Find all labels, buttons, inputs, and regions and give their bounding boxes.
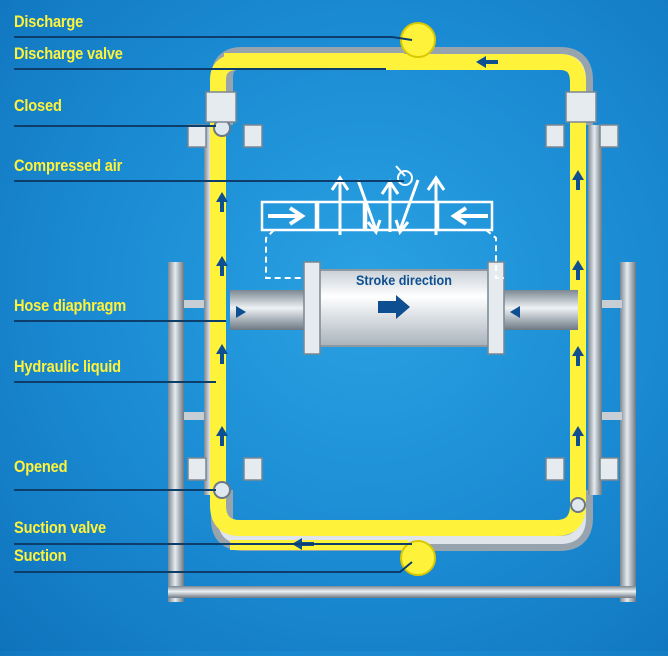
label-suction: Suction [14,546,67,565]
stroke-direction-label: Stroke direction [356,272,452,288]
label-hydraulic-liquid: Hydraulic liquid [14,357,121,376]
suction-port-icon [400,540,436,576]
leader-lines [14,36,413,573]
flanges [187,91,619,481]
control-valve [260,165,504,279]
support-frame [168,262,636,602]
hose-diaphragm-unit [230,261,578,355]
label-opened: Opened [14,457,68,476]
discharge-port-icon [400,22,436,58]
label-hose-diaphragm: Hose diaphragm [14,296,127,315]
label-discharge: Discharge [14,12,84,31]
stroke-arrow-icon [378,295,410,319]
opened-valve-icon [213,481,231,499]
flow-arrows [216,56,584,550]
label-compressed-air: Compressed air [14,156,123,175]
label-discharge-valve: Discharge valve [14,44,123,63]
label-closed: Closed [14,96,62,115]
label-suction-valve: Suction valve [14,518,107,537]
